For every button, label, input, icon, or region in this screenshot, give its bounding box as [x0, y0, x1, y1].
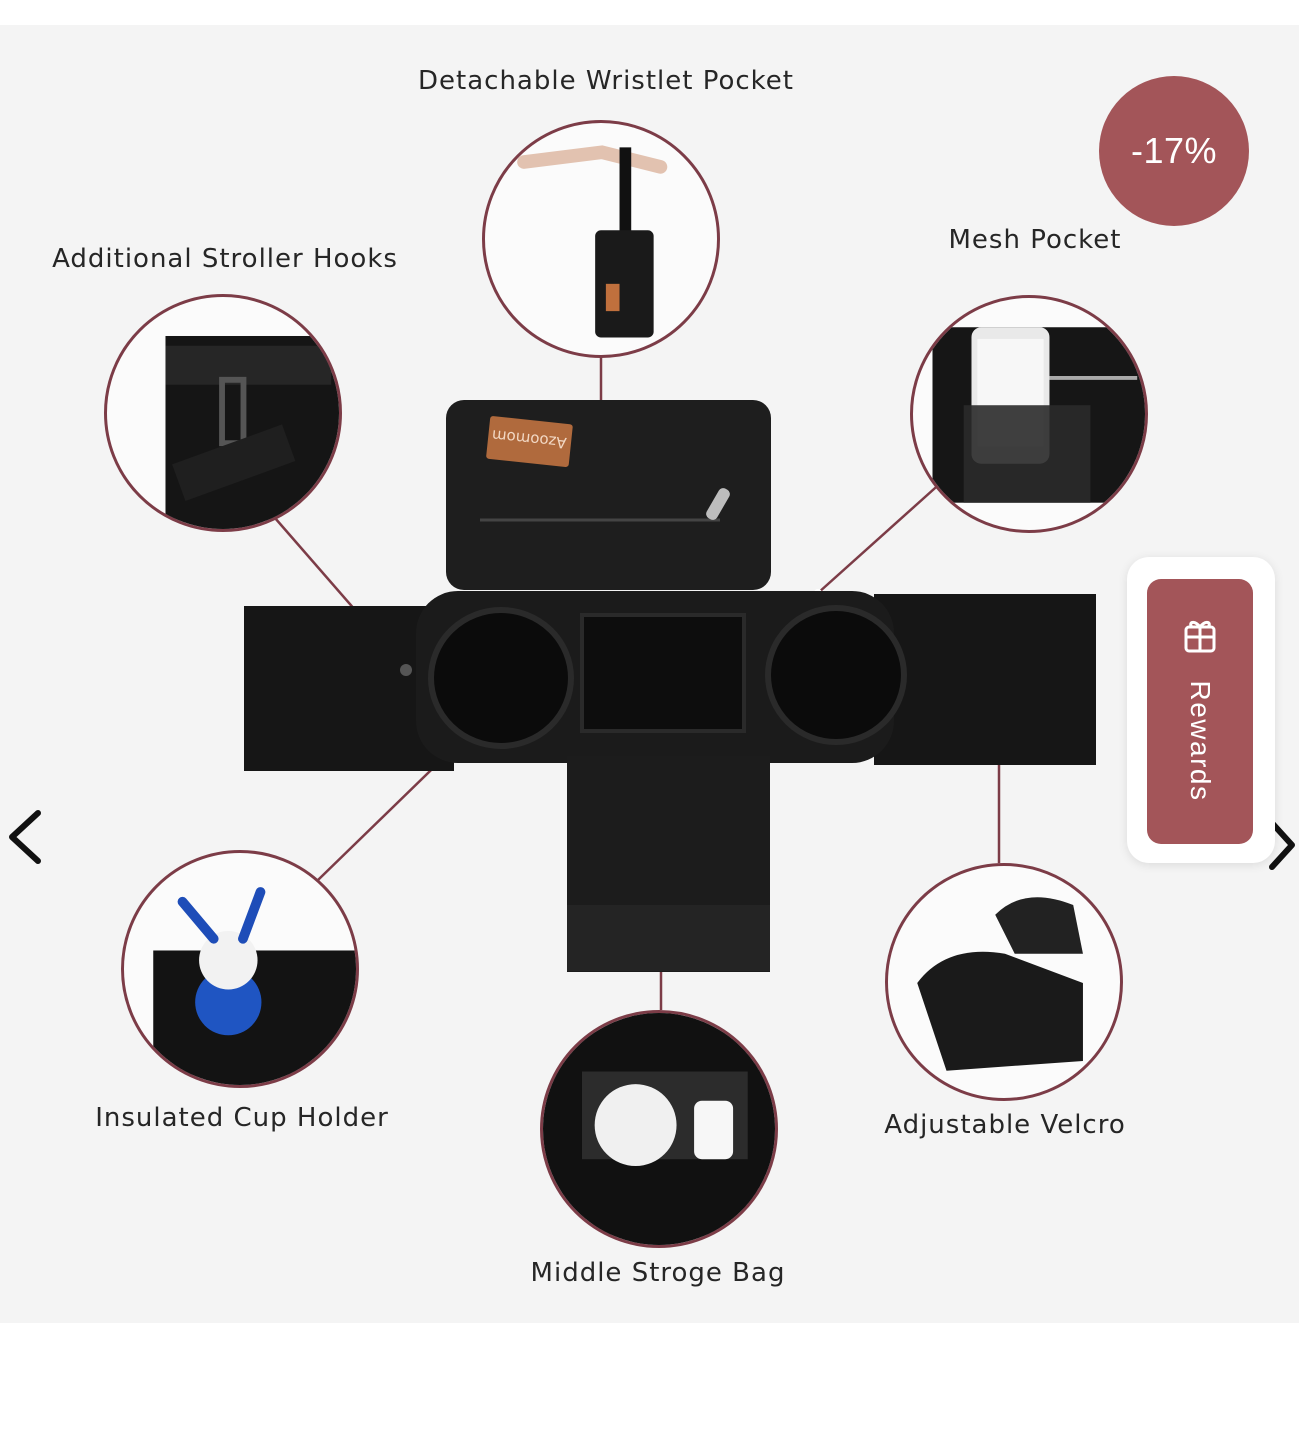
circle-insulated-cup-holder	[121, 850, 359, 1088]
feature-label-wristlet: Detachable Wristlet Pocket	[418, 66, 794, 96]
rewards-button[interactable]: Rewards	[1147, 579, 1253, 844]
feature-label-velcro: Adjustable Velcro	[884, 1110, 1126, 1140]
feature-label-mesh: Mesh Pocket	[948, 225, 1122, 255]
rewards-label: Rewards	[1185, 680, 1216, 802]
feature-label-cup: Insulated Cup Holder	[95, 1103, 389, 1133]
discount-badge: -17%	[1099, 76, 1249, 226]
rewards-widget: Rewards	[1127, 557, 1275, 863]
circle-wristlet-pocket	[482, 120, 720, 358]
right-cup	[765, 605, 907, 745]
feature-label-hooks: Additional Stroller Hooks	[52, 244, 398, 274]
right-strap	[874, 594, 1096, 765]
left-cup	[428, 607, 574, 749]
gift-icon	[1184, 620, 1216, 653]
front-flap-velcro	[567, 905, 770, 971]
stroller-organizer-image: Azoomom	[244, 400, 1096, 972]
connector-mesh	[817, 479, 945, 594]
product-image-gallery: Azoomom Detachable Wristlet Pocket Mesh …	[0, 25, 1299, 1323]
middle-compartment	[580, 613, 746, 733]
zipper-pull	[706, 488, 730, 520]
chevron-right-icon	[1269, 820, 1295, 870]
carousel-next-button[interactable]	[1258, 815, 1299, 875]
feature-label-middle: Middle Stroge Bag	[530, 1258, 786, 1288]
circle-middle-storage-bag	[540, 1010, 778, 1248]
brand-patch	[486, 416, 573, 467]
carousel-prev-button[interactable]	[2, 807, 46, 867]
circle-mesh-pocket	[910, 295, 1148, 533]
circle-stroller-hooks	[104, 294, 342, 532]
circle-adjustable-velcro	[885, 863, 1123, 1101]
chevron-left-icon	[9, 810, 41, 864]
stroller-hook	[400, 664, 412, 676]
